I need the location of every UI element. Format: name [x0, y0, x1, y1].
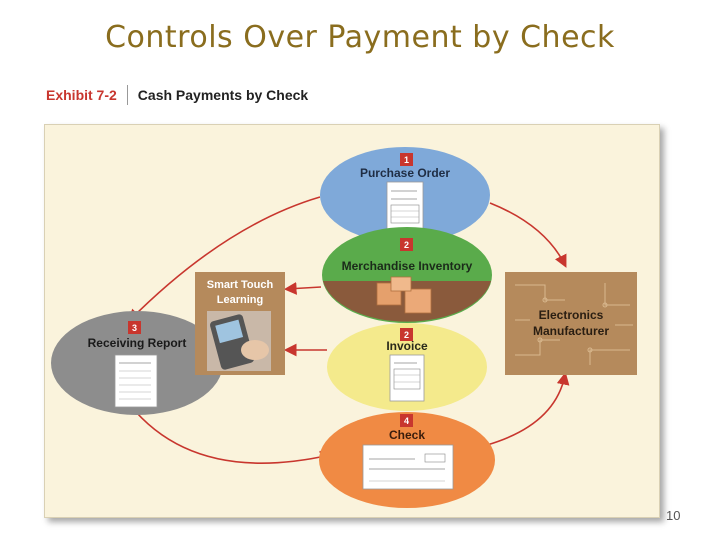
invoice-document-icon [389, 354, 425, 402]
node-label-line1: Electronics [539, 308, 604, 322]
cash-payments-diagram: 1 Purchase Order 2 Merchandise Inventory [51, 147, 637, 508]
step-badge [400, 238, 413, 251]
node-label: Receiving Report [88, 336, 187, 350]
arrow-receiving-to-check [129, 404, 334, 464]
electronics-manufacturer-node: Electronics Manufacturer [505, 272, 637, 375]
node-label: Merchandise Inventory [342, 259, 473, 273]
arrow-inventory-to-smart [283, 282, 322, 295]
step-badge [128, 321, 141, 334]
receiving-report-node: 3 Receiving Report [51, 311, 223, 415]
exhibit-title: Cash Payments by Check [137, 87, 309, 103]
purchase-order-node: 1 Purchase Order [320, 147, 490, 243]
page-number: 10 [666, 508, 681, 523]
exhibit-number: Exhibit 7-2 [46, 87, 117, 103]
node-label-line2: Manufacturer [533, 324, 609, 338]
circuit-pattern-icon [515, 283, 633, 365]
boxes-icon [376, 276, 432, 314]
step-badge [400, 153, 413, 166]
step-number: 3 [132, 323, 137, 333]
step-badge [400, 328, 413, 341]
step-number: 4 [404, 416, 409, 426]
diagram-panel: 1 Purchase Order 2 Merchandise Inventory [44, 124, 660, 518]
step-number: 1 [404, 155, 409, 165]
slide-title: Controls Over Payment by Check [105, 20, 615, 55]
arrow-po-to-manufacturer [489, 202, 567, 268]
flow-arrows [127, 196, 570, 464]
step-badge [400, 414, 413, 427]
arrow-po-to-receiving [127, 196, 321, 323]
exhibit-header: Exhibit 7-2 Cash Payments by Check [46, 84, 308, 106]
node-label: Invoice [386, 339, 428, 353]
check-node: 4 Check [319, 412, 495, 508]
merchandise-inventory-node: 2 Merchandise Inventory [322, 227, 492, 323]
node-label-line2: Learning [217, 294, 263, 306]
invoice-node: 2 Invoice [327, 323, 487, 411]
arrow-check-to-manufacturer [486, 371, 570, 446]
exhibit-divider [126, 85, 128, 105]
step-number: 2 [404, 330, 409, 340]
step-number: 2 [404, 240, 409, 250]
node-label-line1: Smart Touch [207, 279, 274, 291]
receiving-report-document-icon [114, 354, 158, 408]
node-label: Purchase Order [360, 166, 450, 180]
handheld-device-icon [207, 311, 271, 371]
check-document-icon [362, 444, 454, 490]
smart-touch-learning-node: Smart Touch Learning [195, 272, 285, 375]
node-label: Check [389, 428, 425, 442]
purchase-order-document-icon [386, 181, 424, 233]
